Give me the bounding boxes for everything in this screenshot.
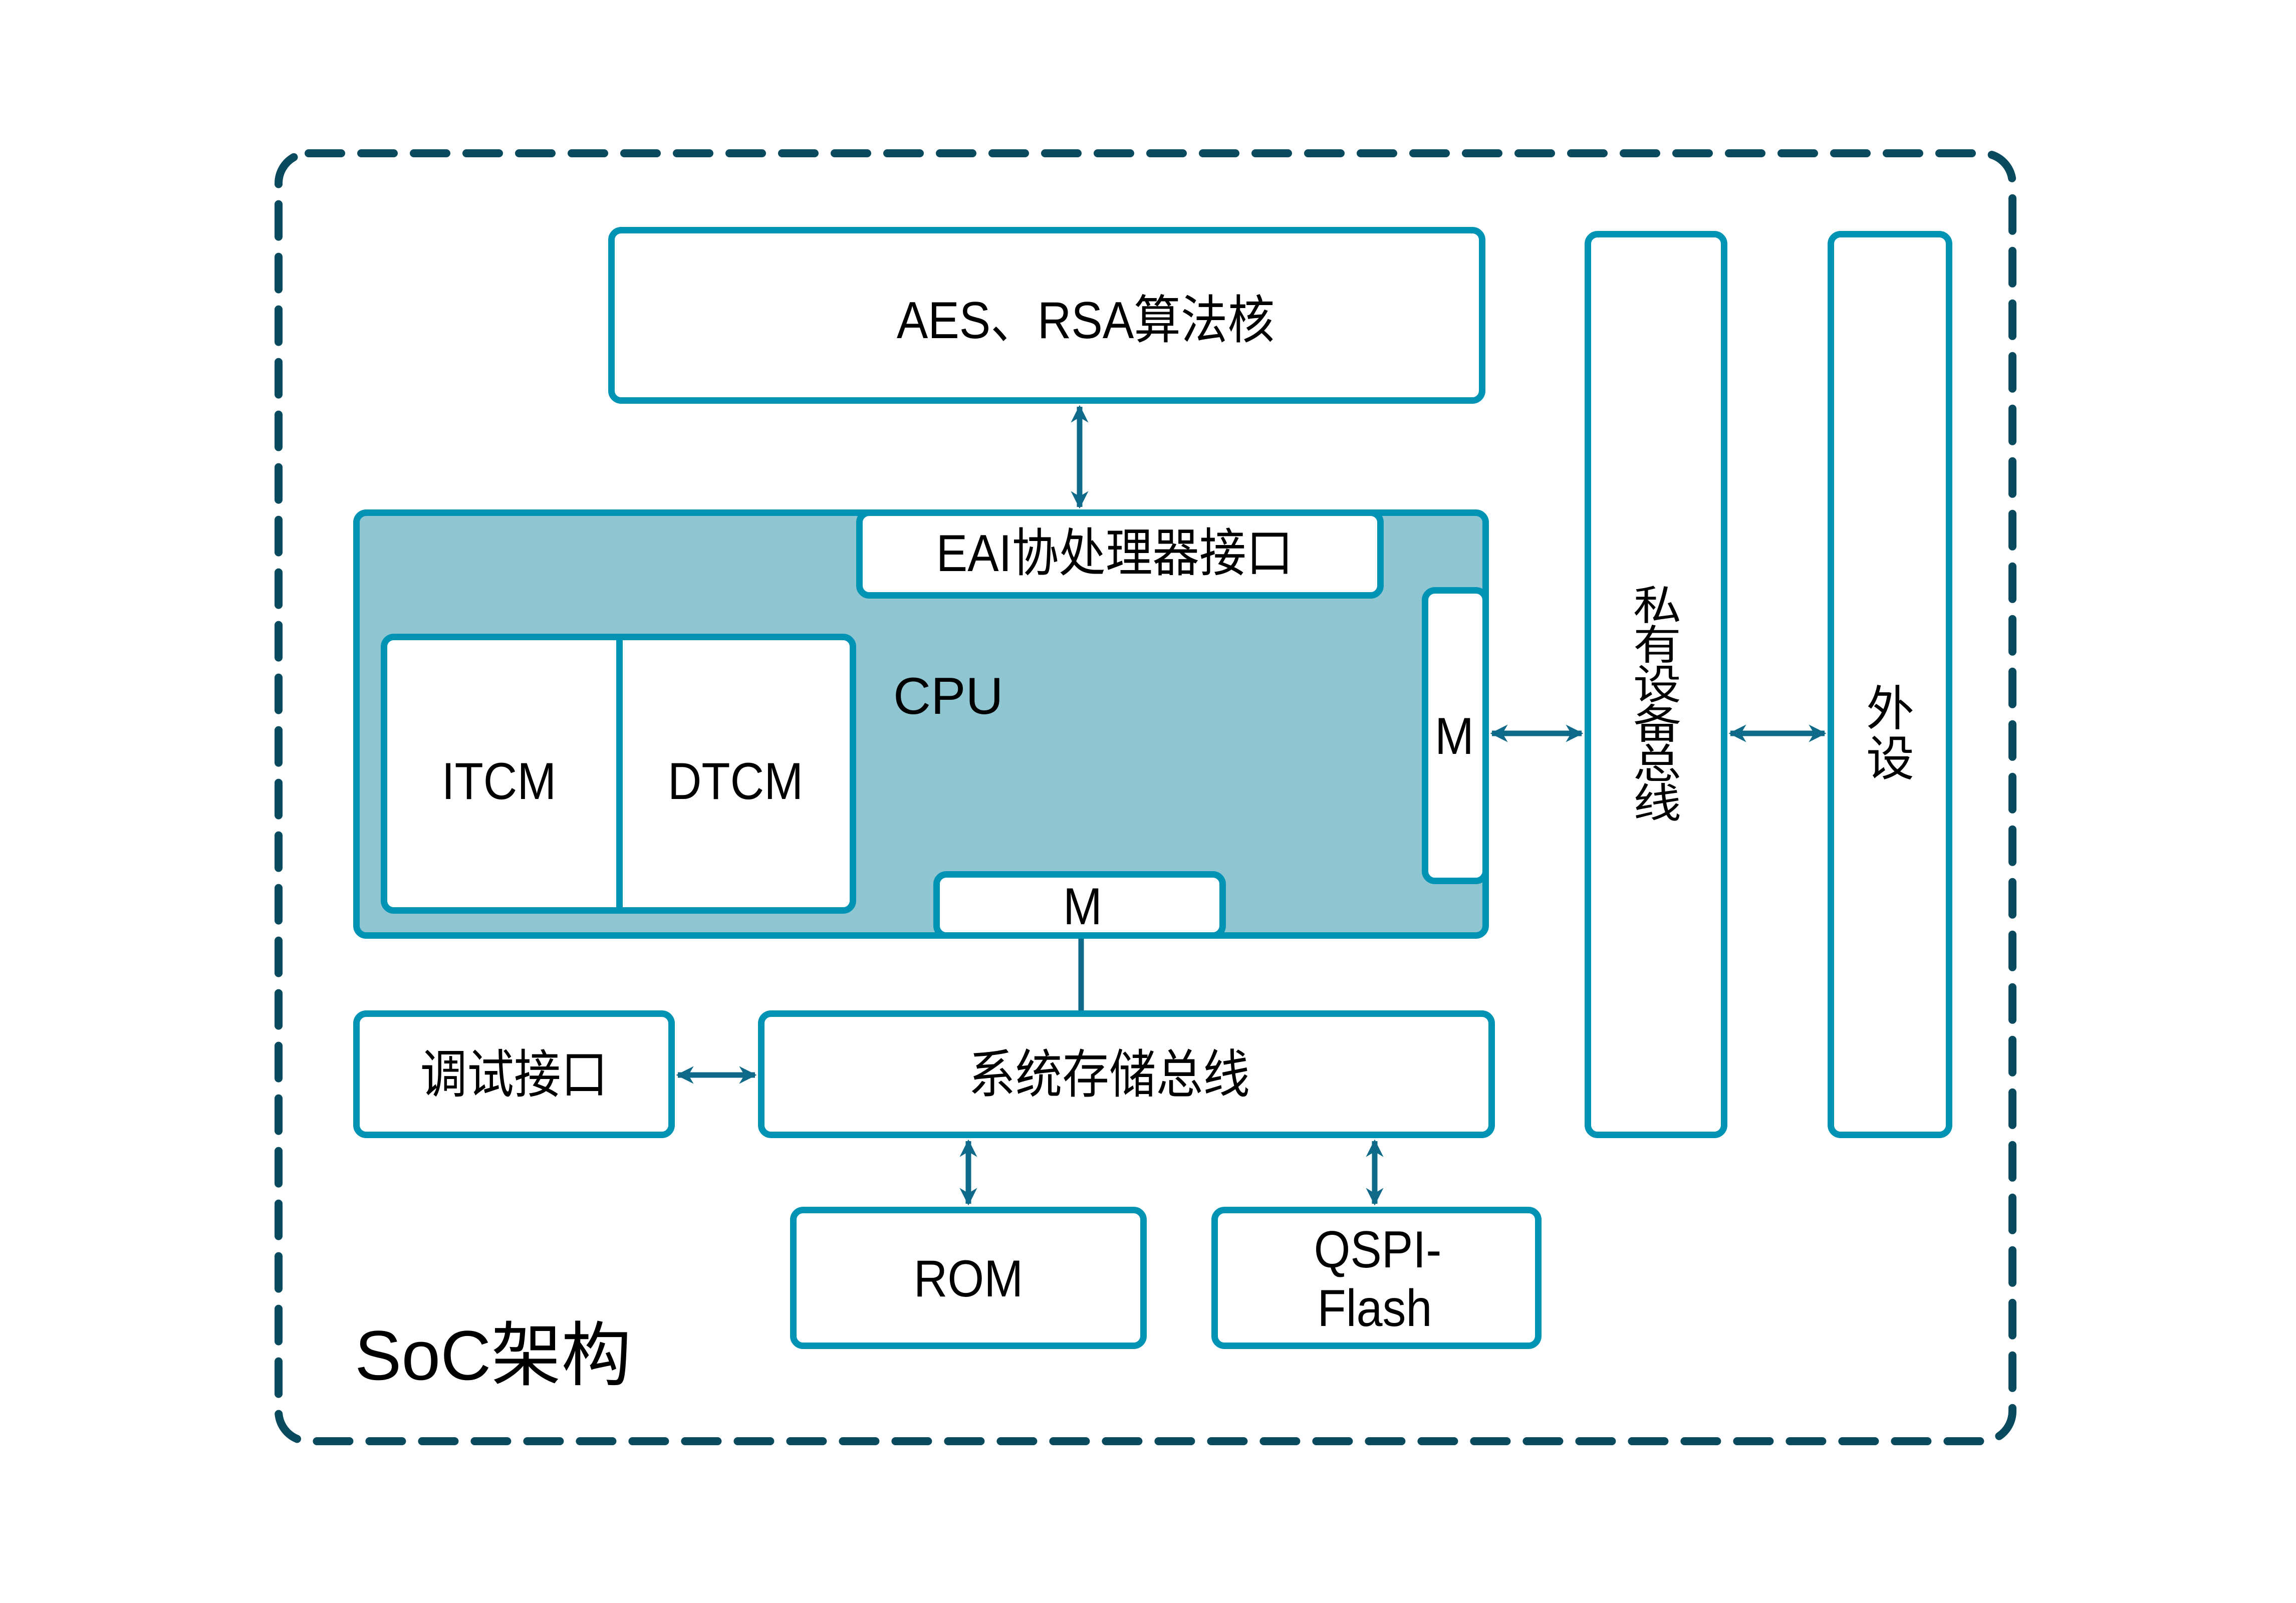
eai-interface-block [856,509,1384,599]
master-port-right [1422,587,1489,884]
eai-interface-label: EAI协处理器接口 [936,524,1294,583]
peripheral-char: 外 [1866,682,1914,736]
qspi-flash-label-line2: Flash [1317,1279,1432,1338]
crypto-core-block [608,227,1485,404]
soc-title: SoC架构 [355,1316,632,1395]
itcm-label: ITCM [441,752,557,811]
private-bus-char: 设 [1633,662,1681,708]
peripheral-label: 外 设 [1865,684,1915,784]
system-bus-block [758,1010,1495,1138]
private-bus-char: 线 [1633,781,1681,827]
peripheral-block [1828,231,1952,1138]
master-port-bottom [933,871,1226,939]
private-bus-char: 备 [1633,702,1681,747]
qspi-flash-label-line1: QSPI- [1314,1221,1442,1279]
master-port-right-label: M [1435,707,1474,765]
master-port-bottom-label: M [1063,878,1102,936]
cpu-label: CPU [893,667,1003,725]
private-bus-char: 总 [1633,741,1681,787]
crypto-core-label: AES、RSA算法核 [896,292,1275,350]
system-bus-label: 系统存储总线 [968,1046,1250,1104]
private-bus-char: 私 [1633,583,1681,629]
private-bus-label: 私 有 设 备 总 线 [1632,583,1682,827]
private-bus-block [1585,231,1727,1138]
rom-label: ROM [913,1250,1024,1308]
dtcm-label: DTCM [667,752,804,811]
rom-block [790,1207,1147,1349]
private-bus-char: 有 [1633,623,1681,668]
peripheral-char: 设 [1866,732,1914,786]
qspi-flash-block [1211,1207,1542,1349]
debug-interface-label: 调试接口 [420,1046,608,1104]
debug-interface-block [353,1010,675,1138]
tcm-divider [616,634,623,914]
